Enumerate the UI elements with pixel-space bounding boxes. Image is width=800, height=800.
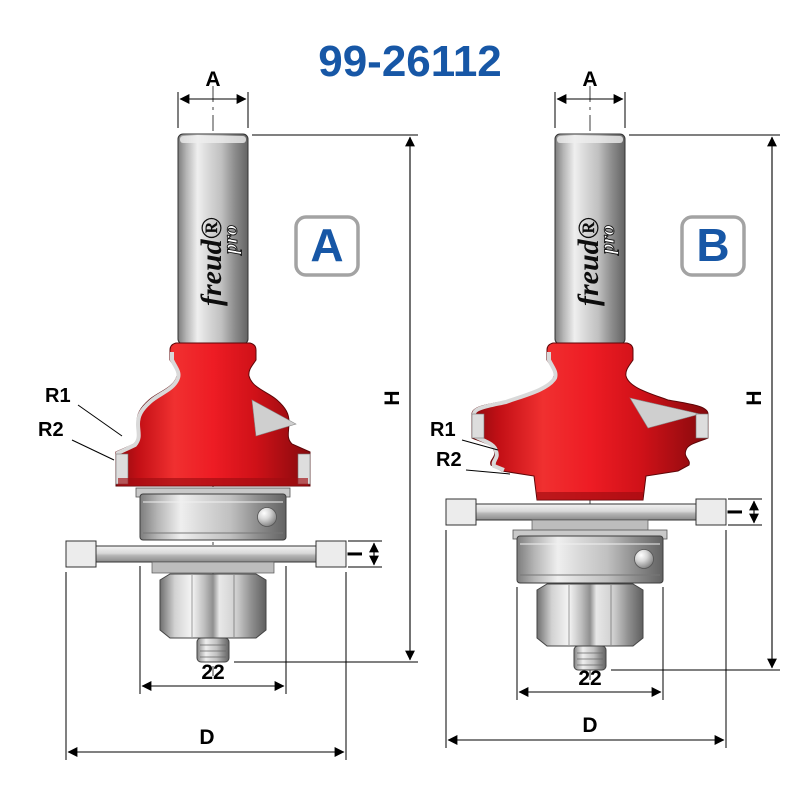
wing-tip-left	[471, 413, 485, 439]
dim-22-label: 22	[201, 661, 224, 684]
dimension-i-right: I	[724, 498, 762, 526]
dim-a-label: A	[205, 68, 220, 91]
profile-silhouette	[115, 342, 311, 487]
bearing-body	[139, 493, 287, 541]
shank-top-chamfer	[557, 136, 623, 143]
bearing-ball	[634, 549, 654, 569]
profile-shadow	[118, 478, 308, 486]
blade-tip-left	[65, 540, 97, 568]
wing-tip-right	[695, 413, 709, 439]
dimension-h-right: H	[611, 134, 780, 671]
slot-cutter	[445, 498, 727, 532]
badge-b: B	[680, 215, 746, 277]
dimension-d-right: D	[445, 530, 727, 748]
badge-a: A	[294, 215, 360, 277]
bearing	[135, 487, 291, 541]
dim-i-label: I	[344, 551, 367, 557]
nut-body	[536, 583, 644, 647]
dimension-d-left: D	[65, 572, 347, 760]
flute-face	[251, 399, 297, 437]
dimension-i-left: I	[344, 540, 382, 568]
carbide-edge	[472, 352, 558, 472]
r1-label: R1	[45, 385, 71, 407]
profile-shadow	[537, 492, 643, 500]
r2-leader	[71, 439, 115, 461]
dim-d-label: D	[582, 714, 597, 737]
badge-letter: A	[310, 219, 343, 271]
badge-frame	[294, 215, 360, 277]
threaded-stub	[196, 637, 230, 663]
r1-leader	[461, 439, 499, 451]
flute-face	[629, 397, 701, 429]
blade	[65, 545, 347, 563]
router-bit-view-a: A freud® pro R1 R2	[38, 68, 418, 760]
part-number-title: 99-26112	[318, 37, 502, 86]
r2-leader	[465, 469, 511, 475]
r2-label: R2	[436, 449, 462, 471]
hex-nut	[159, 573, 267, 663]
blade-tip-right	[695, 498, 727, 526]
hex-nut	[536, 583, 644, 671]
blade	[445, 503, 727, 521]
r1-leader	[77, 404, 123, 437]
bearing	[512, 529, 668, 584]
dim-i-label: I	[724, 509, 747, 515]
dimension-bearing-right: 22	[516, 587, 664, 700]
radius-callouts: R1 R2	[430, 419, 511, 475]
carbide-edge	[116, 352, 181, 484]
badge-letter: B	[696, 219, 729, 271]
cutter-body	[115, 342, 311, 487]
dimension-h-left: H	[234, 134, 418, 663]
brand-logo-sub: pro	[595, 225, 619, 256]
blade-tip-left	[445, 498, 477, 526]
spacer-washer	[151, 561, 275, 574]
brand-logo-text: freud®	[195, 217, 228, 306]
spacer-washer	[531, 519, 649, 532]
dimension-a-right: A	[554, 68, 626, 128]
brand-logo: freud® pro	[195, 217, 242, 306]
shank: freud® pro	[554, 133, 626, 345]
brand-logo: freud® pro	[572, 217, 619, 306]
radius-callouts: R1 R2	[38, 385, 123, 461]
bearing-body	[516, 535, 664, 584]
slot-cutter	[65, 540, 347, 574]
brand-logo-text: freud®	[572, 217, 605, 306]
bearing-ball	[257, 507, 277, 527]
dim-h-label: H	[743, 390, 766, 405]
shank: freud® pro	[177, 133, 249, 345]
threaded-stub	[573, 645, 607, 671]
shank-top-chamfer	[180, 136, 246, 143]
dimension-a-left: A	[177, 68, 249, 128]
r2-label: R2	[38, 419, 64, 441]
dim-a-label: A	[582, 68, 597, 91]
dim-d-label: D	[199, 726, 214, 749]
dim-22-label: 22	[578, 667, 601, 690]
dim-h-label: H	[381, 390, 404, 405]
dimension-bearing-left: 22	[139, 566, 287, 694]
badge-frame	[680, 215, 746, 277]
cutter-body	[471, 342, 709, 501]
nut-body	[159, 573, 267, 639]
brand-logo-sub: pro	[218, 225, 242, 256]
r1-label: R1	[430, 419, 456, 441]
router-bit-view-b: A freud® pro R1 R2	[430, 68, 780, 748]
blade-tip-right	[315, 540, 347, 568]
